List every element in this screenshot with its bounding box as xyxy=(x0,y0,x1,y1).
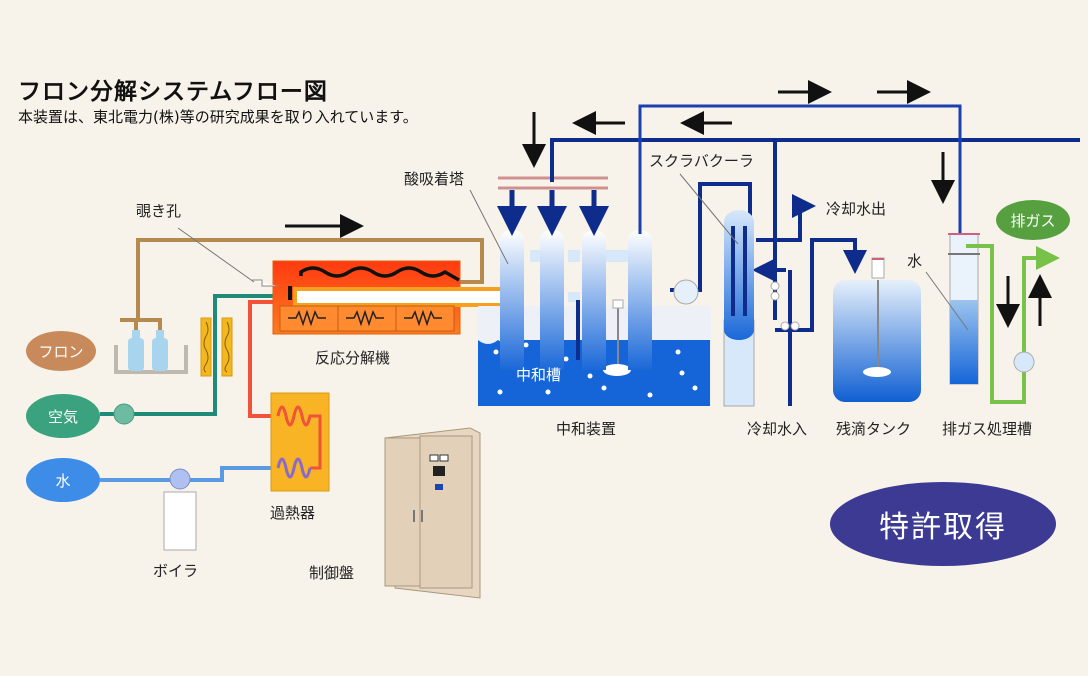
freon-cylinders xyxy=(114,318,188,374)
water-pump-icon xyxy=(169,468,191,490)
hot-steam-pipe xyxy=(248,300,278,418)
residue-tank-label: 残滴タンク xyxy=(836,420,912,438)
boiler-label: ボイラ xyxy=(153,562,199,580)
control-panel xyxy=(384,427,481,599)
superheater xyxy=(270,392,330,492)
water-leader xyxy=(925,271,969,331)
control-panel-label: 制御盤 xyxy=(309,564,355,582)
scrubber-cooler xyxy=(723,210,800,407)
air-pipe xyxy=(100,294,278,416)
absorber-leader xyxy=(469,189,509,265)
reactor-label: 反応分解機 xyxy=(315,349,391,367)
acid-absorber-columns xyxy=(497,176,652,370)
air-input-badge: 空気 xyxy=(26,394,100,438)
peephole-label: 覗き孔 xyxy=(136,202,182,220)
cooling-water-in-label: 冷却水入 xyxy=(747,420,808,438)
boiler xyxy=(163,491,197,551)
reactor-decomposer xyxy=(252,260,509,335)
neutralizer-label: 中和装置 xyxy=(556,420,617,438)
superheater-label: 過熱器 xyxy=(270,504,316,522)
exhaust-treatment-tank xyxy=(948,233,1060,404)
gas-pump-icon xyxy=(673,279,699,305)
exhaust-gas-badge: 排ガス xyxy=(996,200,1070,240)
peephole-leader xyxy=(177,227,255,283)
water-label: 水 xyxy=(907,252,923,270)
freon-input-badge: フロン xyxy=(26,331,96,371)
scrubber-cooler-label: スクラバクーラ xyxy=(649,152,754,170)
neutralizer-tank-label: 中和槽 xyxy=(516,366,562,384)
water-pipe xyxy=(100,466,278,482)
residue-tank xyxy=(833,257,921,402)
air-blower-icon xyxy=(113,403,135,425)
filter-units xyxy=(200,317,233,377)
scrubber-leader xyxy=(679,173,739,245)
exhaust-treatment-label: 排ガス処理槽 xyxy=(942,420,1033,438)
diagram-subtitle: 本装置は、東北電力(株)等の研究成果を取り入れています。 xyxy=(18,108,418,126)
acid-absorber-label: 酸吸着塔 xyxy=(404,170,465,188)
diagram-title: フロン分解システムフロー図 xyxy=(18,79,328,105)
water-input-badge: 水 xyxy=(26,458,100,502)
patent-badge: 特許取得 xyxy=(830,482,1056,566)
cooling-water-out-label: 冷却水出 xyxy=(826,200,887,218)
